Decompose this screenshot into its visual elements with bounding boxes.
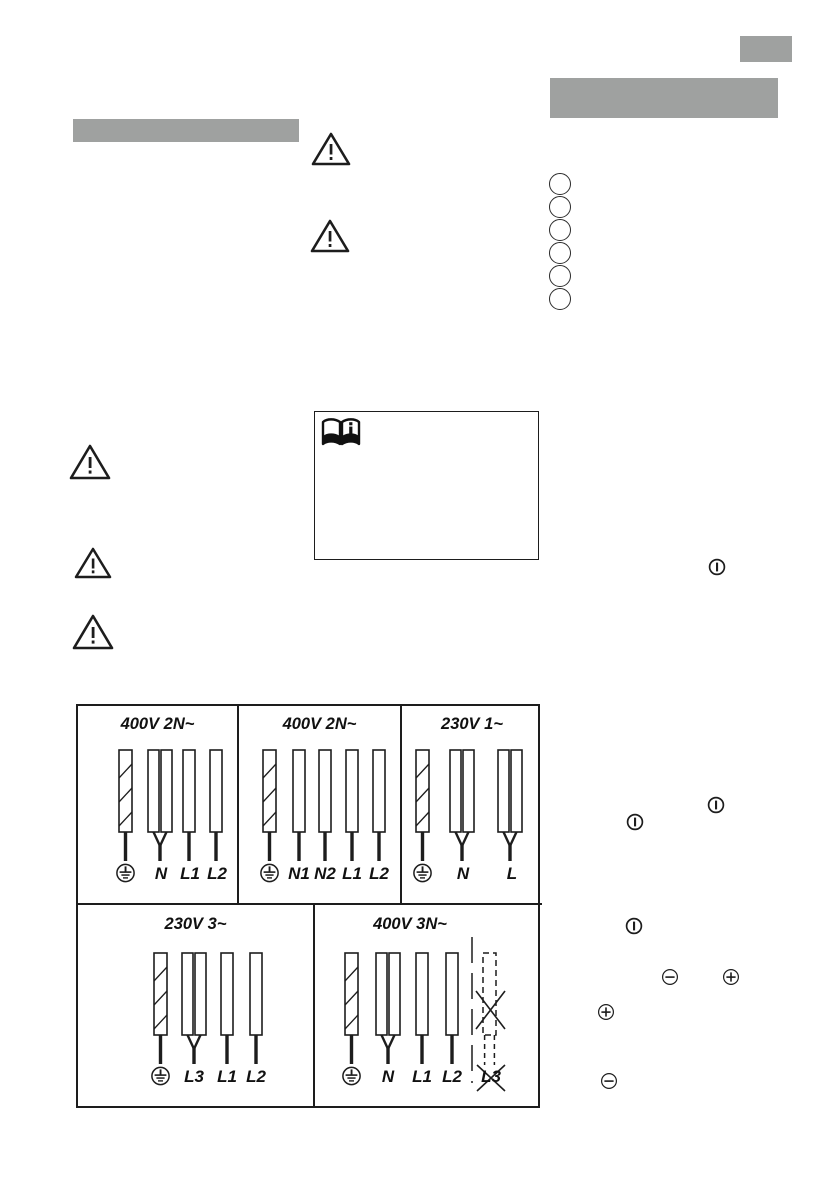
plus-icon-1	[722, 968, 740, 986]
wiring-cell-title: 400V 2N~	[282, 715, 357, 733]
warning-triangle-icon-left-2	[74, 546, 112, 580]
bullet-circle-3	[549, 219, 571, 241]
bullet-circle-1	[549, 173, 571, 195]
terminal-label-L1: L1	[412, 1067, 432, 1086]
info-note-text	[325, 456, 529, 554]
terminal-label-N1: N1	[288, 864, 310, 883]
wiring-row-divider	[78, 903, 542, 905]
wiring-cell-400v-2n-b: 400V 2N~ N1	[239, 706, 400, 903]
bullet-circle-6	[549, 288, 571, 310]
wiring-col-divider-top-2	[400, 706, 402, 903]
chapter-title-block	[550, 78, 778, 118]
terminal-label-L1: L1	[342, 864, 362, 883]
terminal-label-L2: L2	[369, 864, 389, 883]
page-number-block	[740, 36, 792, 62]
terminal-label-L1: L1	[180, 864, 200, 883]
wiring-cell-400v-3n: 400V 3N~	[315, 905, 542, 1108]
wiring-cell-title: 230V 3~	[164, 915, 227, 933]
terminal-label-L2: L2	[207, 864, 227, 883]
manual-book-info-icon	[321, 417, 363, 448]
bullet-circle-4	[549, 242, 571, 264]
terminal-label-N: N	[456, 864, 470, 883]
minus-icon-2	[600, 1072, 618, 1090]
wiring-col-divider-bottom-1	[313, 903, 315, 1108]
info-note-box	[314, 411, 539, 560]
plus-icon-2	[597, 1003, 615, 1021]
terminal-label-L2: L2	[246, 1067, 266, 1086]
power-on-icon-1	[708, 558, 726, 576]
power-on-icon-4	[625, 917, 643, 935]
wiring-cell-title: 400V 2N~	[120, 715, 195, 733]
bullet-circle-2	[549, 196, 571, 218]
terminal-label-L: L	[506, 864, 518, 883]
terminal-label-L1: L1	[217, 1067, 237, 1086]
terminal-label-L3-unused: L3	[481, 1067, 501, 1086]
minus-icon-1	[661, 968, 679, 986]
terminal-label-N: N	[381, 1067, 395, 1086]
wiring-diagram-table: 400V 2N~	[76, 704, 542, 1108]
warning-triangle-icon-mid-1	[311, 131, 351, 167]
wiring-cell-230v-1: 230V 1~	[402, 706, 542, 903]
section-heading-block	[73, 119, 299, 142]
warning-triangle-icon-mid-2	[310, 218, 350, 254]
wiring-cell-title: 400V 3N~	[373, 915, 447, 933]
wiring-cell-title: 230V 1~	[441, 715, 503, 733]
warning-triangle-icon-left-1	[69, 443, 111, 481]
terminal-label-L2: L2	[442, 1067, 462, 1086]
bullet-circle-5	[549, 265, 571, 287]
terminal-label-N2: N2	[314, 864, 336, 883]
wiring-cell-400v-2n-a: 400V 2N~	[78, 706, 237, 903]
power-on-icon-3	[626, 813, 644, 831]
terminal-label-L3: L3	[184, 1067, 204, 1086]
wiring-cell-230v-3: 230V 3~	[78, 905, 313, 1108]
wiring-col-divider-top-1	[237, 706, 239, 903]
warning-triangle-icon-left-3	[72, 613, 114, 651]
power-on-icon-2	[707, 796, 725, 814]
terminal-label-N: N	[154, 864, 168, 883]
